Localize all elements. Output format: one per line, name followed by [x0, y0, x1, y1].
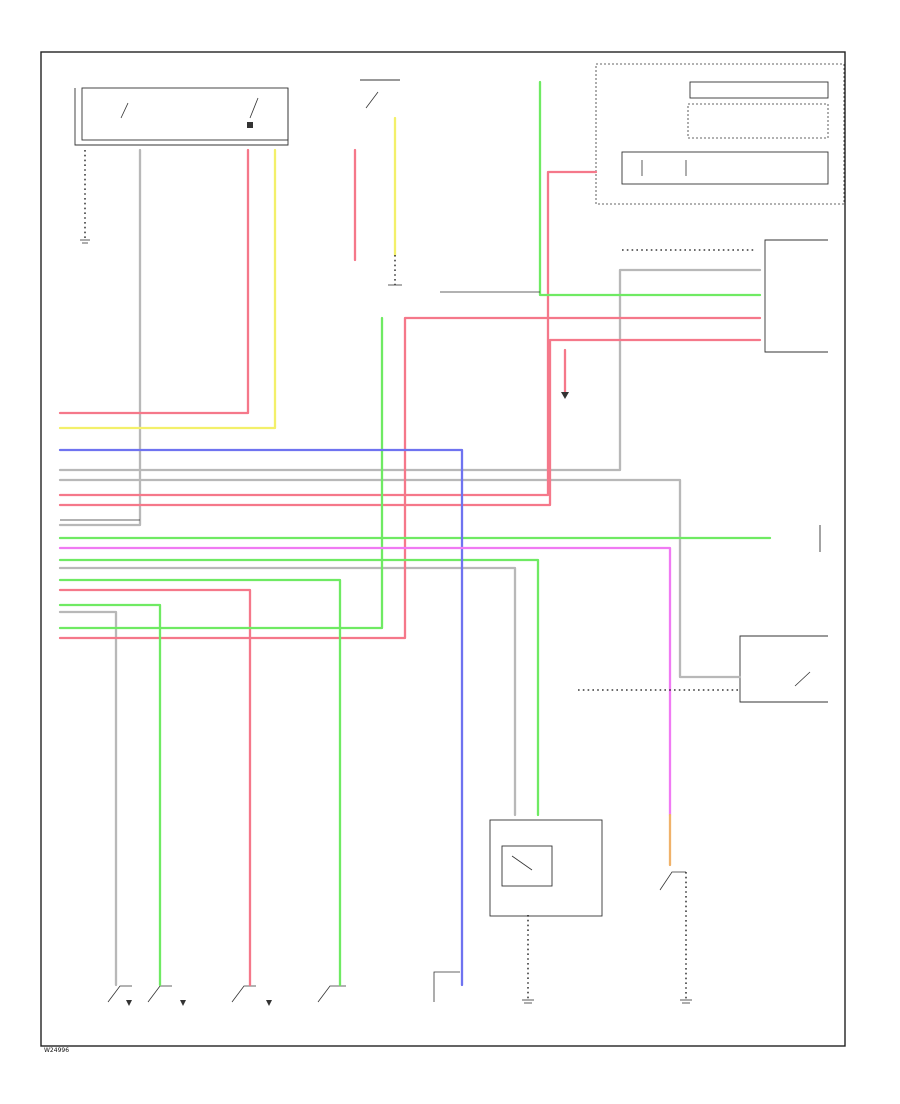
figure-id: W24996	[44, 1047, 69, 1054]
wire-thin-misc	[60, 291, 540, 521]
right-connector-module	[764, 239, 828, 353]
bottom-switch-row	[107, 971, 460, 1003]
bottom-relay-module	[489, 819, 603, 917]
right-switch-module	[739, 635, 828, 703]
engine-control-module	[595, 63, 845, 205]
wire-yellow-group	[58, 116, 397, 430]
diagram-frame	[40, 51, 846, 1047]
bottom-right-sensor	[659, 871, 686, 891]
ground-symbols	[80, 239, 692, 1006]
top-center-switch	[360, 79, 400, 109]
top-left-switch-module	[74, 87, 289, 146]
wire-black-group	[84, 150, 755, 1000]
wire-green-group	[58, 80, 772, 987]
wire-blue	[58, 448, 464, 987]
wire-gray-top-left	[58, 148, 762, 987]
wire-pink	[58, 546, 672, 817]
wire-red-group	[58, 148, 762, 987]
